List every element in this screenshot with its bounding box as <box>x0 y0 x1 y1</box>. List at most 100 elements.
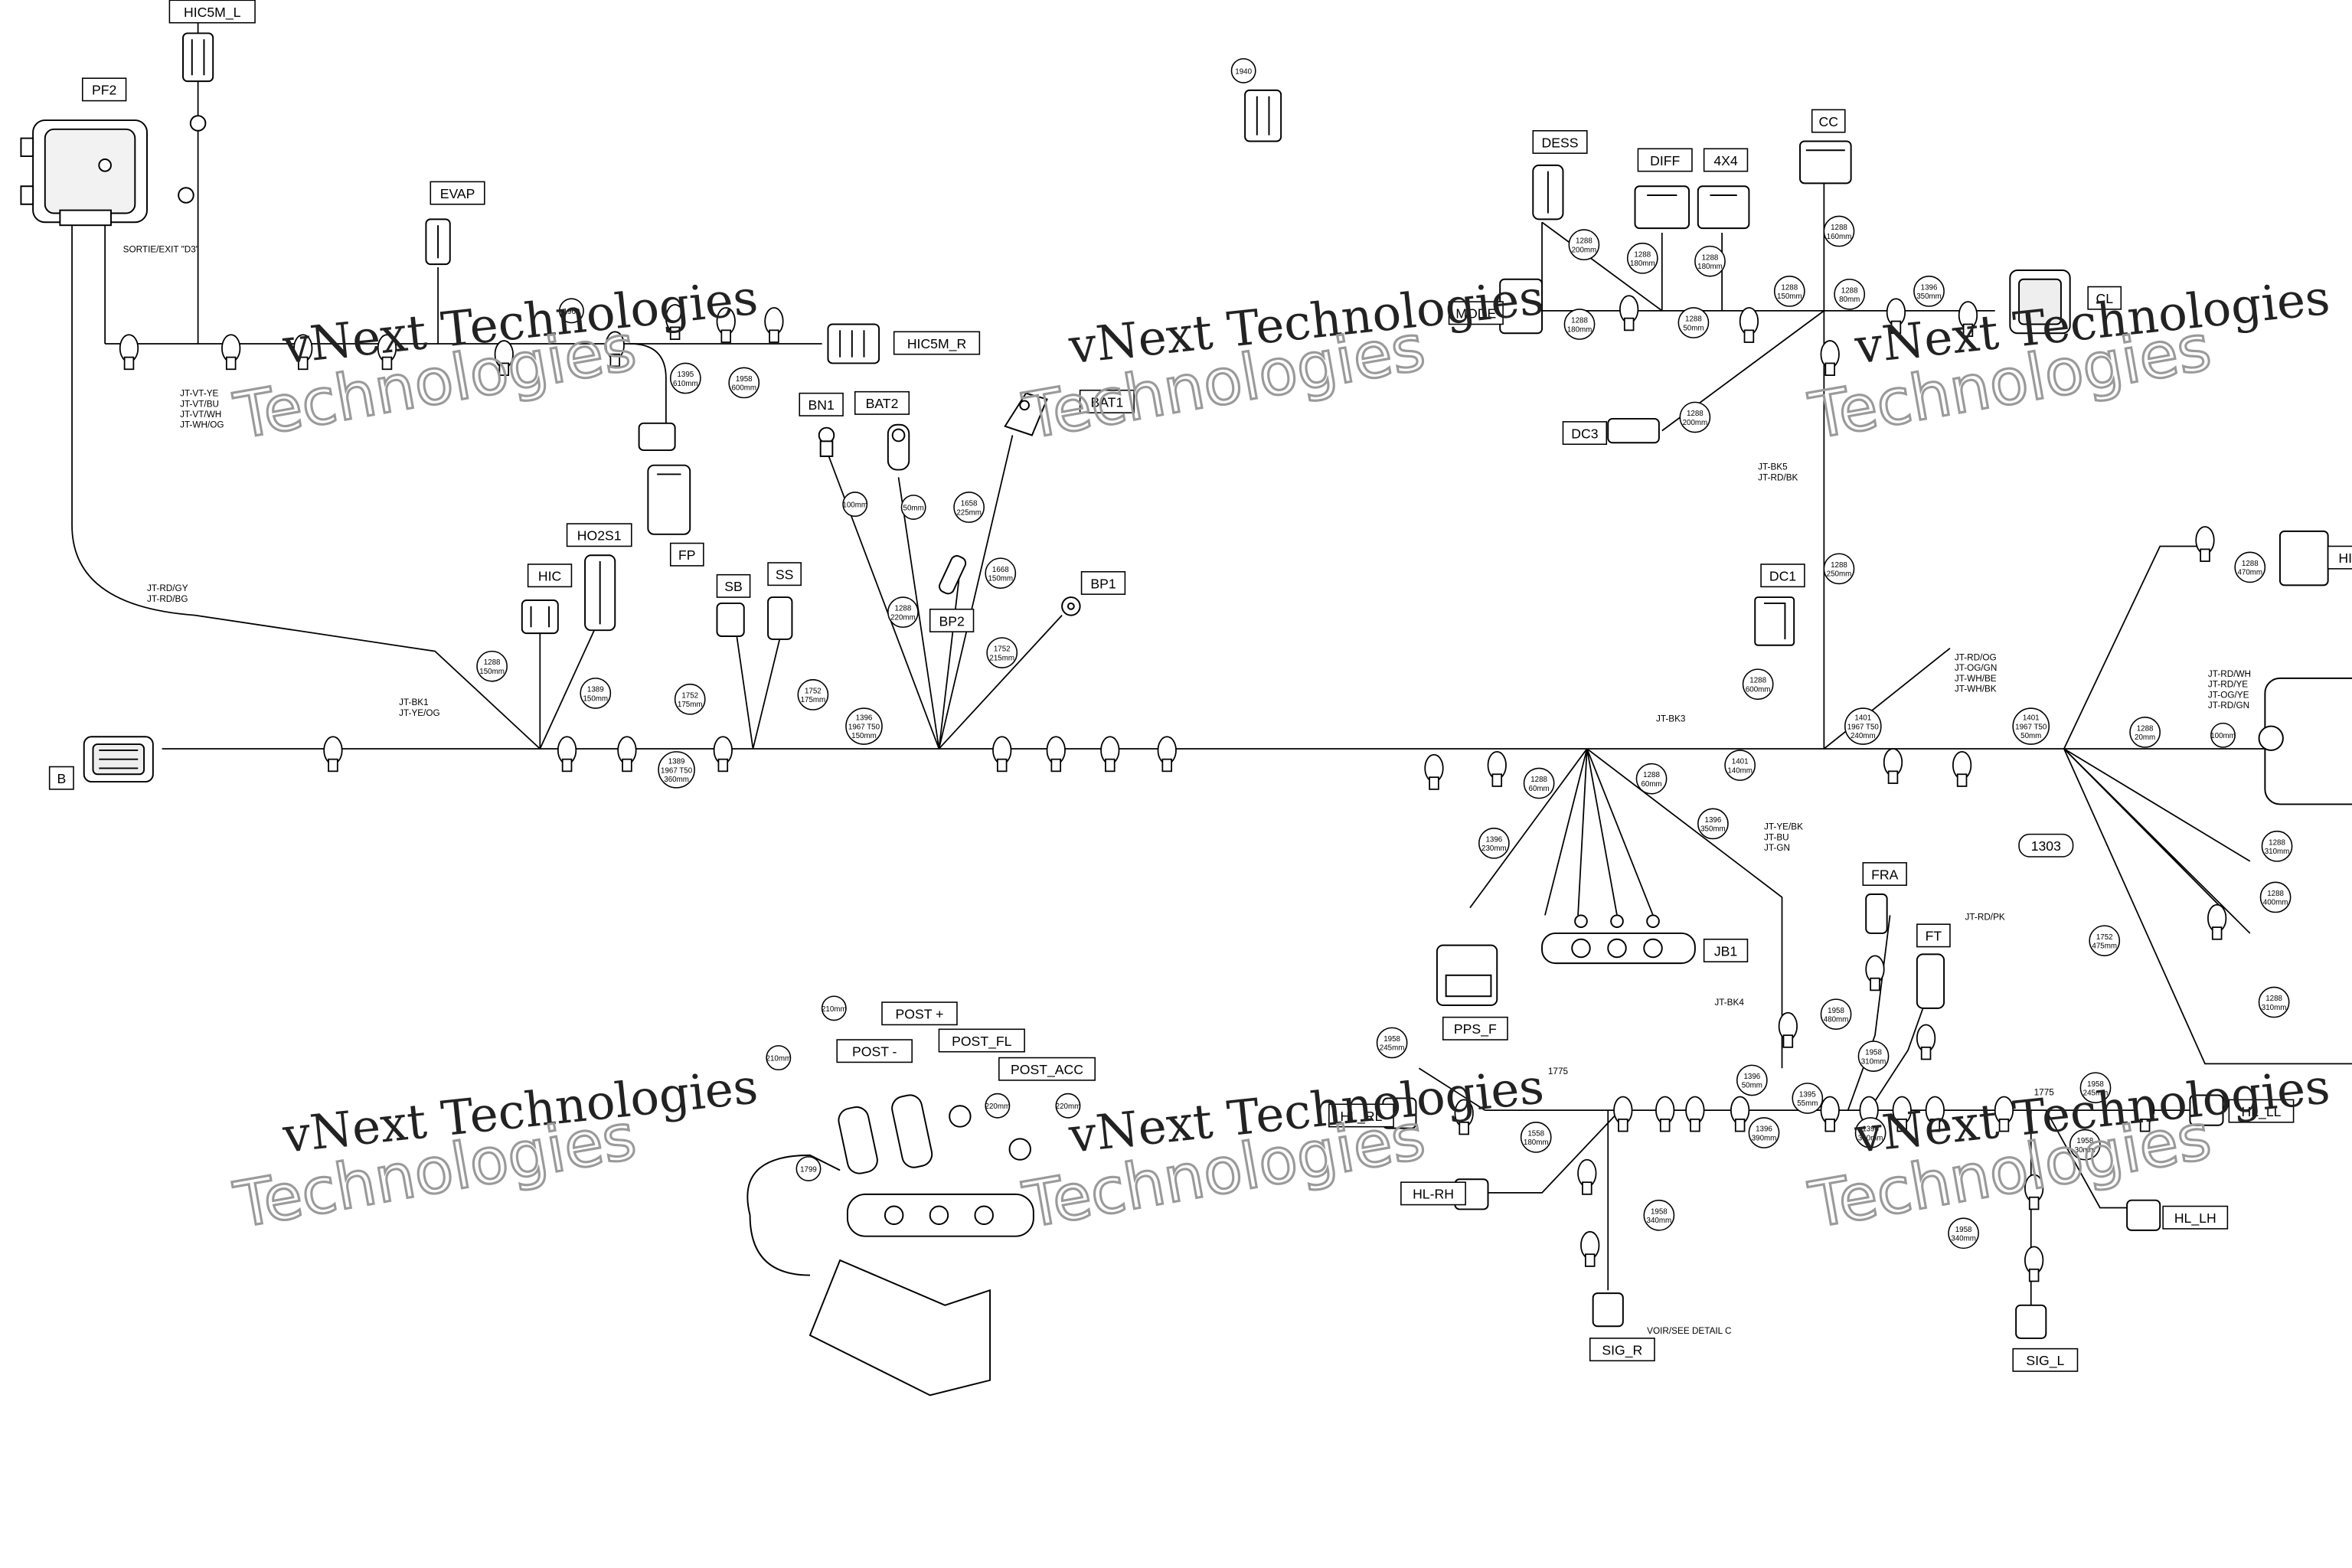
callout-line: 180mm <box>1697 263 1723 271</box>
label-jb1: JB1 <box>1703 938 1749 962</box>
right-signal-branch <box>1823 648 1951 750</box>
label-text-mode: MODE <box>1455 306 1496 322</box>
battery-fan-wires <box>825 435 1063 750</box>
callout-line: 610mm <box>673 380 698 388</box>
label-text-hic5m-l: HIC5M_L <box>184 5 241 21</box>
callout-line: 1288 <box>1841 286 1858 295</box>
note-line: JT-RD/YE <box>2208 680 2248 690</box>
wire-clips <box>119 295 2227 1282</box>
callout-line: 1389 <box>587 686 604 694</box>
wire-clip <box>1778 1011 1798 1048</box>
hl-ll-connector-icon <box>2189 1094 2224 1126</box>
callout-line: 1958 <box>1828 1007 1844 1015</box>
callout-line: 310mm <box>1861 1057 1886 1066</box>
dc3-connector-icon <box>1607 417 1660 444</box>
label-cl: CL <box>2087 286 2122 310</box>
note-detail-c: VOIR/SEE DETAIL C <box>1647 1326 1732 1336</box>
callout-line: 1401 <box>1732 758 1749 766</box>
callout-line: 1752 <box>681 691 698 700</box>
battery-post-bracket-icon <box>746 1094 1034 1396</box>
callout-line: 175mm <box>678 701 703 709</box>
wire-clip <box>1820 1096 1840 1132</box>
note-line: JT-RD/WH <box>2208 669 2251 679</box>
label-mode: MODE <box>1448 301 1504 325</box>
callout-line: 245mm <box>1380 1044 1405 1053</box>
note-line: JT-RD/BK <box>1758 472 1798 482</box>
4x4-connector-icon <box>1697 185 1750 230</box>
label-text-hic: HIC <box>538 569 562 584</box>
callout-line: 1958 <box>1651 1207 1668 1216</box>
callout-line: 390mm <box>1752 1134 1777 1142</box>
callout-c1799: 1799 <box>795 1156 822 1181</box>
callout-line: 150mm <box>1777 292 1802 301</box>
callout-line: 1288 <box>1643 771 1660 779</box>
label-text-ref-1303: 1303 <box>2031 838 2061 854</box>
callout-line: 1288 <box>484 658 501 667</box>
wire-clip <box>605 331 625 368</box>
callout-line: 1658 <box>961 500 978 508</box>
label-bn1: BN1 <box>799 392 844 416</box>
callout-line: 480mm <box>1824 1016 1849 1024</box>
label-hic5m-l: HIC5M_L <box>168 0 256 24</box>
callout-line: 1396 <box>1862 1125 1879 1134</box>
label-fra: FRA <box>1862 862 1907 887</box>
wire-clip <box>221 334 241 371</box>
callout-line: 1401 <box>2023 714 2040 723</box>
callout-line: 150mm <box>988 575 1013 583</box>
wire-clip <box>2024 1246 2044 1282</box>
wire-clip <box>2207 903 2227 940</box>
label-text-4x4: 4X4 <box>1713 153 1738 168</box>
callout-c220a: 220mm <box>985 1093 1011 1119</box>
ho2s1-connector-icon <box>584 554 616 632</box>
connector-1940-icon <box>1244 89 1282 142</box>
wire-clip <box>617 736 637 773</box>
callout-line: 1396 <box>1756 1125 1772 1134</box>
callout-line: 1288 <box>1576 237 1592 246</box>
callout-line: 1401 <box>1854 714 1871 723</box>
label-dc1: DC1 <box>1760 564 1805 588</box>
wire-clip <box>1157 736 1177 773</box>
lower-right-diagonal-wire <box>2063 748 2352 1065</box>
callout-line: 150mm <box>479 668 505 676</box>
callout-line: 1396 <box>1921 283 1938 292</box>
note-line: JT-OG/GN <box>1955 663 1998 673</box>
note-line: JT-BK5 <box>1758 462 1788 472</box>
callout-line: 220mm <box>985 1102 1011 1111</box>
fp-branch <box>629 343 667 436</box>
note-sortie: SORTIE/EXIT "D3" <box>123 244 199 254</box>
wire-clip <box>1892 1096 1912 1132</box>
wire-clip <box>1487 750 1507 787</box>
wire-clip <box>494 340 514 377</box>
label-text-sig-r: SIG_R <box>1602 1342 1642 1358</box>
callout-line: 475mm <box>2092 942 2117 951</box>
callout-line: 1288 <box>2265 995 2282 1003</box>
callout-line: 230mm <box>1481 844 1507 853</box>
note-line: JT-RD/GY <box>147 583 188 593</box>
pps-f-connector-icon <box>1436 944 1498 1006</box>
label-text-diff: DIFF <box>1650 153 1680 168</box>
wire-trunks <box>71 21 2352 1305</box>
callout-line: 1396 <box>856 714 873 723</box>
pf2-to-b-curve-wire <box>71 222 541 750</box>
note-line: JT-VT/BU <box>180 399 219 409</box>
callout-line: 1967 T50 <box>2015 723 2047 731</box>
wire-clip <box>1100 736 1120 773</box>
label-text-hl-lh: HL_LH <box>2174 1210 2216 1227</box>
callout-c210a: 210mm <box>766 1045 792 1071</box>
wire-clip <box>764 307 784 343</box>
wire-clip <box>1994 1096 2014 1132</box>
bp2-terminal-icon <box>939 555 967 595</box>
label-text-bat2: BAT2 <box>866 396 899 411</box>
wire-clip <box>1730 1096 1750 1132</box>
bat2-terminal-icon <box>887 423 910 471</box>
note-line: JT-BK3 <box>1656 714 1686 724</box>
